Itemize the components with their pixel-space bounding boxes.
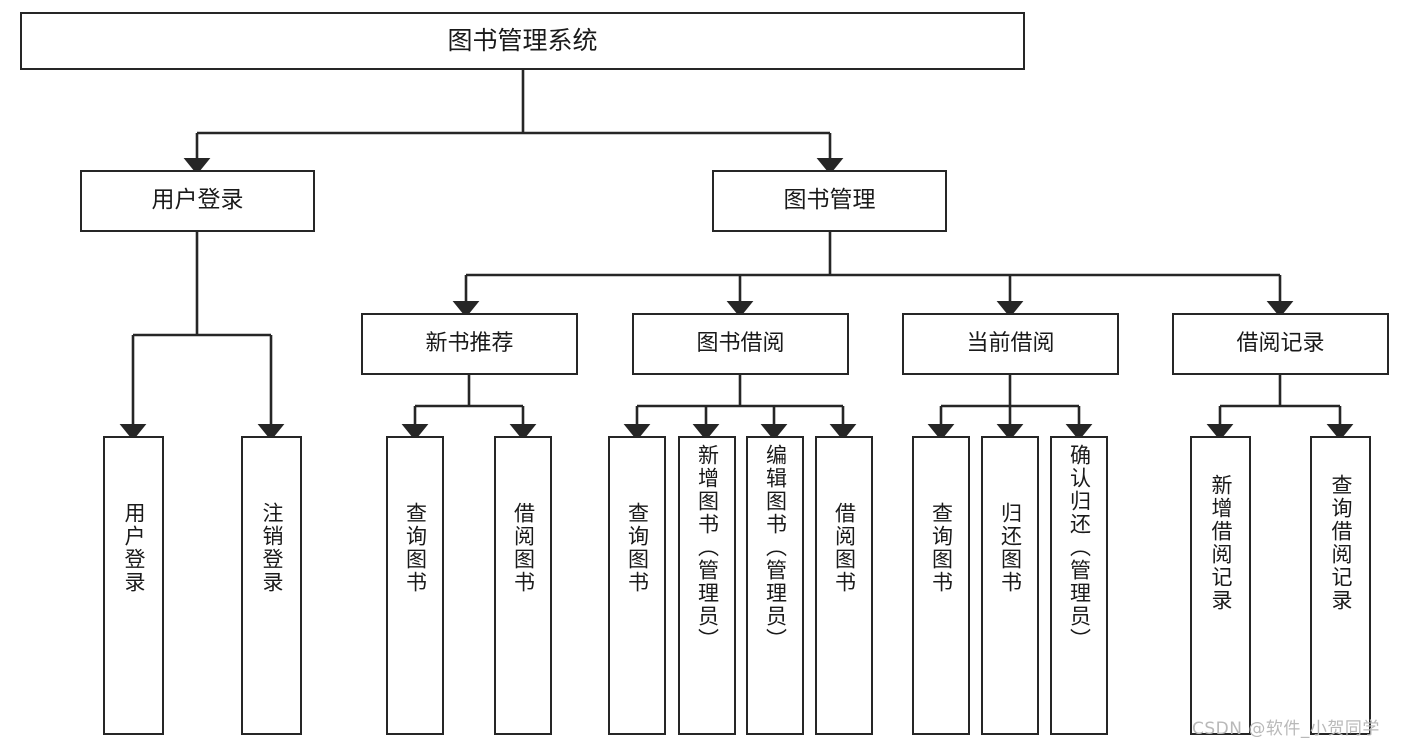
node-leaf-add-borrow-record[interactable]: 新增借阅记录 (1190, 436, 1251, 735)
node-leaf-user-login[interactable]: 用户登录 (103, 436, 164, 735)
node-leaf-query-book-borrow[interactable]: 查询图书 (608, 436, 666, 735)
node-leaf-edit-book[interactable]: 编辑图书（管理员） (746, 436, 804, 735)
node-leaf-return-book[interactable]: 归还图书 (981, 436, 1039, 735)
node-label: 新书推荐 (425, 330, 514, 356)
node-leaf-query-book-recommend[interactable]: 查询图书 (386, 436, 444, 735)
node-label: 图书管理系统 (447, 26, 598, 55)
node-label: 确认归还（管理员） (1067, 444, 1092, 651)
node-leaf-borrow-book[interactable]: 借阅图书 (815, 436, 873, 735)
node-borrow-record[interactable]: 借阅记录 (1172, 313, 1389, 375)
node-leaf-confirm-return[interactable]: 确认归还（管理员） (1050, 436, 1108, 735)
node-label: 查询图书 (403, 502, 428, 594)
node-user-login[interactable]: 用户登录 (80, 170, 315, 232)
node-label: 图书借阅 (696, 330, 785, 356)
node-label: 新增借阅记录 (1209, 474, 1233, 612)
node-label: 借阅记录 (1236, 330, 1325, 356)
node-leaf-query-book-current[interactable]: 查询图书 (912, 436, 970, 735)
node-label: 当前借阅 (966, 330, 1055, 356)
node-leaf-query-borrow-record[interactable]: 查询借阅记录 (1310, 436, 1371, 735)
node-label: 编辑图书（管理员） (763, 444, 788, 651)
node-leaf-logout-login[interactable]: 注销登录 (241, 436, 302, 735)
node-label: 归还图书 (998, 502, 1023, 594)
node-label: 查询图书 (625, 502, 650, 594)
node-current-borrow[interactable]: 当前借阅 (902, 313, 1119, 375)
node-book-management[interactable]: 图书管理 (712, 170, 947, 232)
node-leaf-borrow-book-recommend[interactable]: 借阅图书 (494, 436, 552, 735)
node-label: 图书管理 (783, 187, 876, 214)
node-label: 查询图书 (929, 502, 954, 594)
node-label: 查询借阅记录 (1329, 474, 1353, 612)
node-book-borrow[interactable]: 图书借阅 (632, 313, 849, 375)
node-leaf-add-book[interactable]: 新增图书（管理员） (678, 436, 736, 735)
csdn-watermark: CSDN @软件_小贺同学 (1192, 719, 1380, 739)
node-label: 用户登录 (122, 502, 146, 594)
node-label: 注销登录 (260, 502, 284, 594)
node-label: 用户登录 (151, 187, 244, 214)
node-book-management-system[interactable]: 图书管理系统 (20, 12, 1025, 70)
node-label: 借阅图书 (511, 502, 536, 594)
node-new-book-recommend[interactable]: 新书推荐 (361, 313, 578, 375)
node-label: 借阅图书 (832, 502, 857, 594)
node-label: 新增图书（管理员） (695, 444, 720, 651)
